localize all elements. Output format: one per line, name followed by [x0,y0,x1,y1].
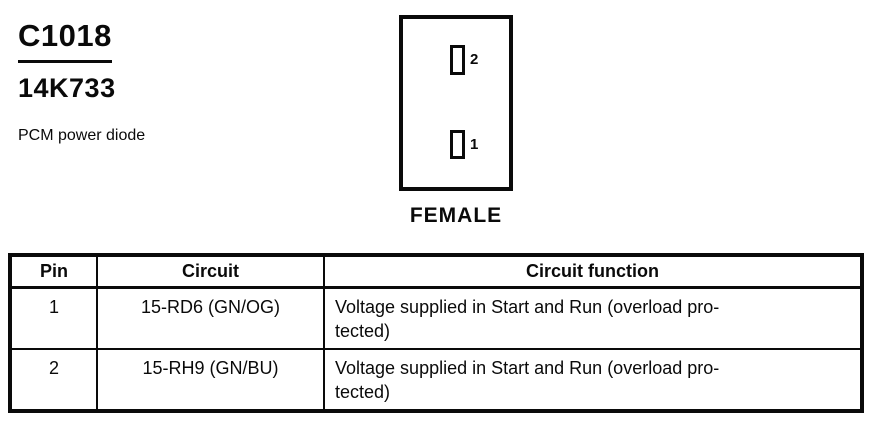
column-header-pin: Pin [9,254,98,289]
circuit-function: Voltage supplied in Start and Run (overl… [323,286,863,350]
connector-id: C1018 [18,19,112,63]
column-header-circuit: Circuit [96,254,325,289]
circuit-code: 15-RH9 (GN/BU) [96,348,325,412]
table-row: 2 15-RH9 (GN/BU) Voltage supplied in Sta… [9,348,863,412]
circuit-code: 15-RD6 (GN/OG) [96,286,325,350]
connector-header: C1018 14K733 PCM power diode [18,19,146,145]
table-row: 1 15-RD6 (GN/OG) Voltage supplied in Sta… [9,286,863,350]
connector-face-diagram: 2 1 [399,15,513,191]
connector-description: PCM power diode [18,126,146,144]
part-number: 14K733 [18,72,116,103]
connector-gender-label: FEMALE [409,204,503,227]
pin-cavity-1-label: 1 [470,136,479,153]
pin-cavity-2 [450,45,465,75]
pinout-table: Pin Circuit Circuit function 1 15-RD6 (G… [8,253,864,413]
column-header-circuit-function: Circuit function [323,254,863,289]
pin-cavity-2-label: 2 [470,51,479,68]
pin-cavity-1 [450,130,465,159]
circuit-function: Voltage supplied in Start and Run (overl… [323,348,863,412]
table-header-row: Pin Circuit Circuit function [9,254,863,289]
pinout-table-container: Pin Circuit Circuit function 1 15-RD6 (G… [8,253,864,413]
pin-number: 1 [9,286,98,350]
pin-number: 2 [9,348,98,412]
